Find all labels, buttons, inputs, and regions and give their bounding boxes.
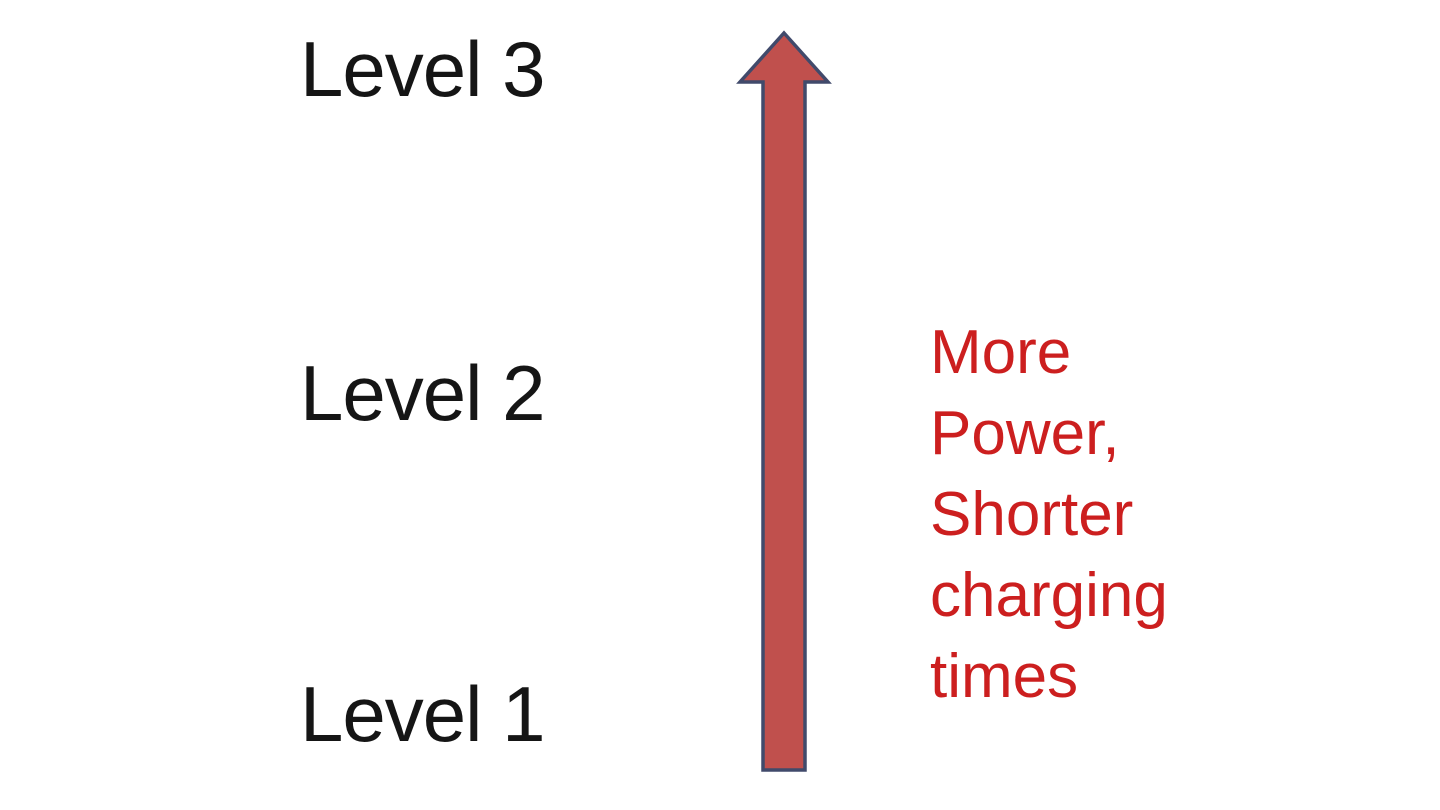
up-arrow-icon	[736, 30, 832, 772]
level-1-label: Level 1	[300, 670, 546, 758]
level-3-label: Level 3	[300, 25, 546, 113]
annotation-line: More	[930, 318, 1072, 387]
annotation-line: Shorter	[930, 480, 1134, 549]
annotation-text: More Power, Shorter charging times	[930, 312, 1168, 717]
level-2-label: Level 2	[300, 349, 546, 437]
annotation-line: Power,	[930, 399, 1120, 468]
annotation-line: times	[930, 642, 1079, 711]
annotation-line: charging	[930, 561, 1168, 630]
